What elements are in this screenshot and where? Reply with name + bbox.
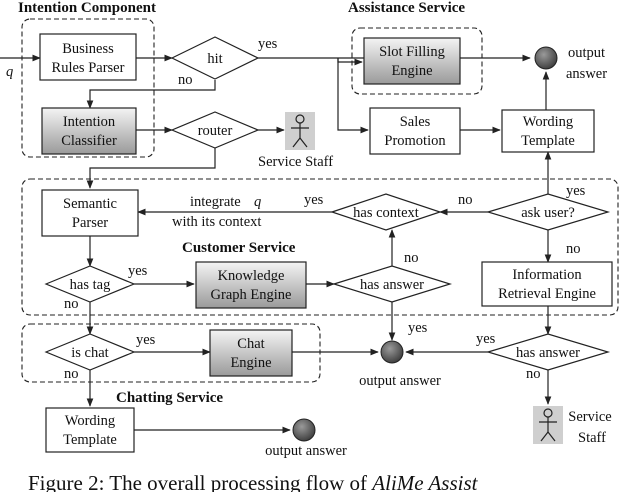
service-staff-bottom-label-1: Service (568, 409, 611, 425)
ask-user-decision (485, 193, 611, 231)
has-tag-decision (44, 265, 136, 303)
wording-template-top-label-2: Template (521, 133, 575, 149)
service-staff-top-label: Service Staff (258, 154, 333, 170)
router-decision (170, 111, 260, 149)
information-retrieval-engine-label-2: Retrieval Engine (498, 286, 596, 302)
tag-yes-label: yes (128, 263, 148, 279)
figure-caption: Figure 2: The overall processing flow of… (28, 471, 479, 492)
edge-router-to-semantic (86, 148, 216, 189)
output-answer-bottom-label: output answer (265, 443, 347, 459)
ask-yes-label: yes (566, 183, 586, 199)
figure-caption-prefix: Figure 2: The overall processing flow of (28, 471, 372, 492)
wording-template-bottom-label-2: Template (63, 432, 117, 448)
output-answer-top-label-2: answer (566, 66, 607, 82)
figure-caption-name: AliMe Assist (370, 471, 478, 492)
output-answer-top-label-1: output (568, 45, 605, 61)
integrate-q-label: q (254, 194, 261, 210)
intention-component-title: Intention Component (18, 0, 156, 16)
chat-no-label: no (64, 366, 79, 382)
assistance-service-group (351, 27, 483, 95)
business-rules-parser-label-1: Business (62, 41, 114, 57)
ask-user-decision-label: ask user? (521, 205, 575, 221)
has-context-decision (330, 193, 442, 231)
semantic-parser-label-1: Semantic (63, 196, 117, 212)
integrate-label-1: integrate (190, 194, 241, 210)
assistance-service-title: Assistance Service (348, 0, 465, 16)
context-yes-label: yes (304, 192, 324, 208)
service-staff-bottom-label-2: Staff (578, 430, 606, 446)
answer-right-no-label: no (526, 366, 541, 382)
chatting-service-group (21, 323, 321, 383)
has-answer-mid-decision (331, 265, 453, 303)
intention-classifier-label-2: Classifier (61, 133, 117, 149)
intention-component-group (21, 18, 155, 158)
output-answer-mid-label: output answer (359, 373, 441, 389)
has-answer-mid-decision-label: has answer (360, 277, 424, 293)
semantic-parser-box (41, 189, 139, 237)
customer-service-title: Customer Service (182, 240, 296, 256)
output-answer-top-terminal (534, 46, 558, 70)
answer-mid-yes-label: yes (408, 320, 428, 336)
slot-filling-engine-label-2: Engine (391, 63, 432, 79)
integrate-label-2: with its context (172, 214, 261, 230)
sales-promotion-label-1: Sales (400, 114, 431, 130)
wording-template-top-label-1: Wording (523, 114, 573, 130)
information-retrieval-engine-box (481, 261, 613, 307)
slot-filling-engine-label-1: Slot Filling (379, 44, 445, 60)
hit-yes-label: yes (258, 36, 278, 52)
has-answer-right-decision-label: has answer (516, 345, 580, 361)
edge-branch-to-sales (337, 58, 369, 134)
answer-mid-no-label: no (404, 250, 419, 266)
business-rules-parser-label-2: Rules Parser (52, 60, 125, 76)
business-rules-parser-box (39, 33, 137, 81)
customer-service-group (21, 178, 619, 316)
information-retrieval-engine-label-1: Information (512, 267, 582, 283)
chat-engine-box (209, 329, 293, 377)
is-chat-decision-label: is chat (71, 345, 108, 361)
intention-classifier-label-1: Intention (63, 114, 116, 130)
hit-decision (170, 36, 260, 80)
hit-decision-label: hit (207, 51, 222, 67)
hit-no-label: no (178, 72, 193, 88)
knowledge-graph-engine-label-1: Knowledge (218, 268, 285, 284)
intention-classifier-box (41, 107, 137, 155)
is-chat-decision (44, 333, 136, 371)
service-staff-top-icon (285, 112, 315, 150)
context-no-label: no (458, 192, 473, 208)
output-answer-bottom-terminal (292, 418, 316, 442)
answer-right-yes-label: yes (476, 331, 496, 347)
semantic-parser-label-2: Parser (72, 215, 108, 231)
wording-template-top-box (501, 109, 595, 153)
output-answer-mid-terminal (380, 340, 404, 364)
service-staff-bottom-icon (533, 406, 563, 444)
q-input-label: q (6, 64, 13, 80)
wording-template-bottom-label-1: Wording (65, 413, 115, 429)
wording-template-bottom-box (45, 407, 135, 453)
router-decision-label: router (198, 123, 233, 139)
has-context-decision-label: has context (353, 205, 419, 221)
chat-engine-label-2: Engine (230, 355, 271, 371)
tag-no-label: no (64, 296, 79, 312)
sales-promotion-label-2: Promotion (384, 133, 446, 149)
knowledge-graph-engine-label-2: Graph Engine (211, 287, 292, 303)
sales-promotion-box (369, 107, 461, 155)
chatting-service-title: Chatting Service (116, 390, 223, 406)
ask-no-label: no (566, 241, 581, 257)
has-answer-right-decision (485, 333, 611, 371)
knowledge-graph-engine-box (195, 261, 307, 309)
edge-hit-no-to-classifier (86, 80, 216, 109)
has-tag-decision-label: has tag (70, 277, 111, 293)
chat-engine-label-1: Chat (237, 336, 264, 352)
slot-filling-engine-box (363, 37, 461, 85)
chat-yes-label: yes (136, 332, 156, 348)
